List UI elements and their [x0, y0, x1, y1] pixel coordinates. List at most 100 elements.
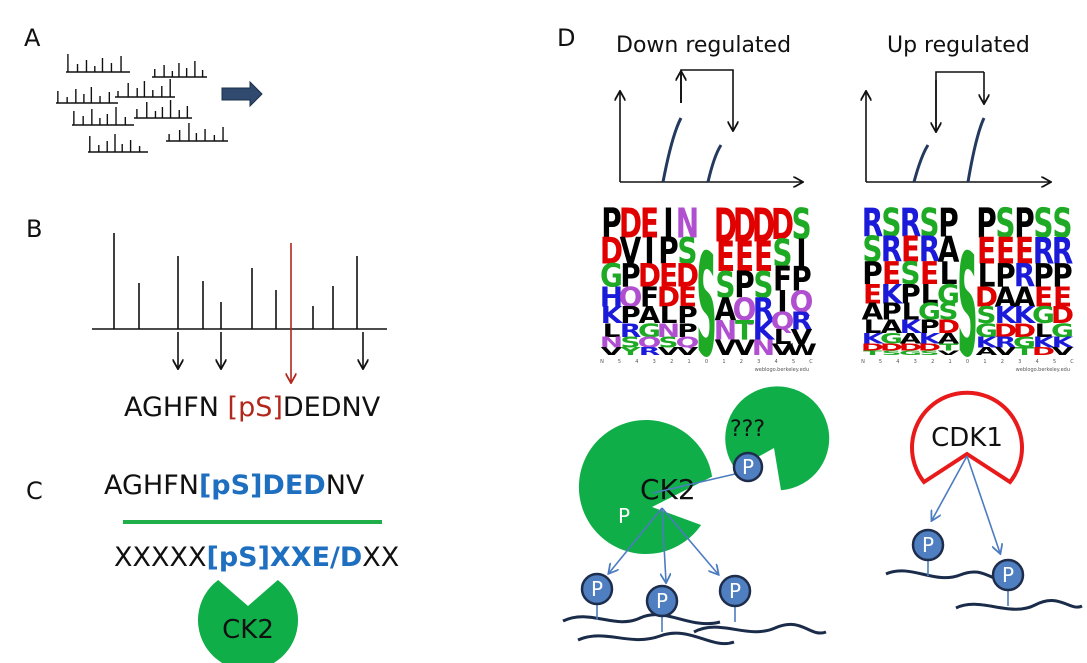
logo-residue: E	[659, 258, 678, 295]
logo-residue: R	[881, 231, 903, 271]
unknown-kinase-label: ???	[730, 417, 765, 442]
logo-residue: D	[600, 230, 623, 273]
logo-residue: I	[663, 201, 673, 248]
logo-axis-label: N	[861, 359, 865, 365]
logo-residue: S	[862, 231, 882, 271]
sequence-logo-up: RSPEALKDTSREKPAGDSRESPLKADGSRELGPKDSPALG…	[861, 201, 1074, 390]
logo-residue: V	[791, 325, 813, 349]
logo-residue: S	[995, 201, 1015, 248]
logo-residue: E	[1034, 280, 1053, 313]
logo-axis-label: 0	[705, 359, 708, 365]
logo-residue: R	[1033, 230, 1055, 273]
logo-residue: E	[678, 280, 697, 313]
logo-residue: E	[1053, 280, 1072, 313]
logo-residue: A	[938, 231, 960, 271]
logo-residue: R	[862, 201, 884, 247]
logo-residue: V	[772, 341, 794, 359]
logo-residue: S	[753, 264, 773, 307]
logo-residue: G	[899, 349, 922, 356]
logo-residue: E	[640, 201, 659, 248]
logo-residue: T	[735, 316, 754, 346]
logo-residue: P	[1014, 201, 1034, 248]
logo-residue: V	[677, 345, 700, 357]
logo-residue: H	[600, 280, 623, 313]
ck2-kinase-c	[198, 580, 298, 663]
logo-residue: P	[900, 280, 920, 310]
ck2-kinase-d	[578, 420, 713, 555]
phospho-circle: P	[718, 574, 752, 608]
logo-residue: P	[620, 258, 640, 295]
phospho-label: P	[1002, 563, 1014, 587]
logo-residue: Q	[619, 280, 643, 313]
logo-residue: S	[715, 264, 735, 307]
logo-residue: L	[603, 319, 621, 341]
logo-residue: S	[881, 201, 901, 247]
logo-residue: S	[919, 201, 939, 247]
logo-residue: E	[735, 234, 754, 282]
logo-axis-label: 2	[931, 359, 934, 365]
logo-residue: A	[639, 302, 661, 329]
logo-residue: K	[862, 330, 885, 347]
logo-residue: T	[939, 341, 959, 353]
logo-residue: V	[620, 230, 642, 273]
logo-residue: E	[716, 234, 735, 282]
logo-residue: E	[882, 256, 901, 292]
logo-residue: N	[600, 334, 623, 351]
panel-b-label: B	[26, 215, 42, 243]
logo-residue: D	[918, 341, 941, 353]
logo-axis-label: 3	[1018, 359, 1021, 365]
logo-residue: P	[862, 256, 882, 292]
phospho-label: P	[922, 533, 934, 557]
cdk1-label: CDK1	[931, 423, 1003, 453]
consensus-suffix: XX	[362, 542, 399, 573]
logo-residue: A	[862, 298, 884, 325]
panel-d-label: D	[557, 24, 575, 52]
consensus-prefix: XXXXX	[114, 542, 206, 573]
logo-residue: L	[660, 302, 678, 329]
logo-residue: R	[900, 201, 922, 247]
consensus-motif: XXXXX[pS]XXE/DXX	[114, 542, 399, 573]
logo-residue: N	[752, 335, 775, 360]
logo-axis-label: 5	[618, 359, 621, 365]
peptide-c-prefix: AGHFN	[104, 470, 199, 501]
logo-residue: K	[1014, 302, 1037, 329]
logo-axis-label: 5	[1053, 359, 1056, 365]
logo-residue: D	[1051, 302, 1074, 329]
logo-residue: S	[658, 334, 678, 351]
logo-residue: L	[902, 298, 920, 325]
logo-residue: D	[657, 280, 680, 313]
logo-residue: P	[601, 201, 621, 248]
logo-residue: V	[601, 345, 624, 357]
logo-axis-label: 2	[740, 359, 743, 365]
logo-residue: D	[676, 258, 699, 295]
logo-residue: D	[880, 341, 903, 353]
logo-residue: N	[676, 201, 699, 248]
logo-axis-label: 3	[653, 359, 656, 365]
logo-residue: L	[1035, 319, 1053, 341]
logo-residue: R	[639, 345, 661, 357]
logo-axis-label: 4	[775, 359, 778, 365]
logo-residue: E	[901, 231, 920, 271]
logo-residue: E	[920, 256, 939, 292]
logo-residue: G	[918, 298, 941, 325]
logo-residue: E	[977, 230, 996, 273]
logo-axis-label: 4	[896, 359, 899, 365]
peptide-sequence-b: AGHFN [pS]DEDNV	[124, 392, 381, 423]
logo-residue: D	[714, 199, 737, 253]
logo-residue: A	[1014, 280, 1036, 313]
logo-residue: G	[638, 319, 661, 341]
ck2-label-c: CK2	[222, 615, 274, 645]
logo-residue: S	[772, 231, 792, 276]
logo-residue: L	[978, 258, 996, 295]
logo-residue: E	[996, 230, 1015, 273]
logo-residue: V	[1052, 345, 1075, 357]
logo-residue: P	[677, 319, 697, 341]
logo-residue: S	[1033, 201, 1053, 248]
logo-residue: P	[995, 258, 1015, 295]
logo-residue: F	[773, 260, 792, 299]
logo-residue: K	[1033, 334, 1056, 351]
logo-axis-label: 1	[687, 359, 690, 365]
logo-residue: V	[734, 335, 756, 360]
cdk1-kinase	[910, 390, 1024, 485]
